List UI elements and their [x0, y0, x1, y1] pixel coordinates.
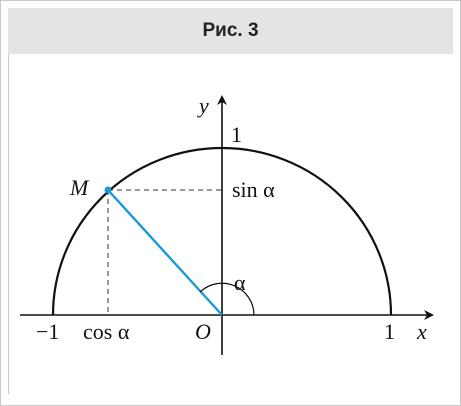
- x-minus-one-label: −1: [36, 319, 59, 344]
- frame-divider: [8, 54, 9, 394]
- x-one-label: 1: [384, 319, 395, 344]
- angle-alpha-label: α: [234, 270, 246, 295]
- angle-arc: [199, 282, 255, 316]
- figure-title: Рис. 3: [202, 20, 259, 41]
- cos-alpha-label: cos α: [83, 319, 130, 344]
- point-m-label: M: [69, 175, 90, 200]
- y-one-label: 1: [231, 122, 242, 147]
- figure-header: Рис. 3: [8, 8, 453, 54]
- axis-y-label: y: [197, 93, 209, 118]
- radius-om: [107, 189, 223, 316]
- point-m: [104, 186, 112, 194]
- axis-x-label: x: [416, 319, 427, 344]
- unit-semicircle: [51, 146, 393, 316]
- origin-label: O: [195, 319, 211, 344]
- sin-alpha-label: sin α: [232, 177, 275, 202]
